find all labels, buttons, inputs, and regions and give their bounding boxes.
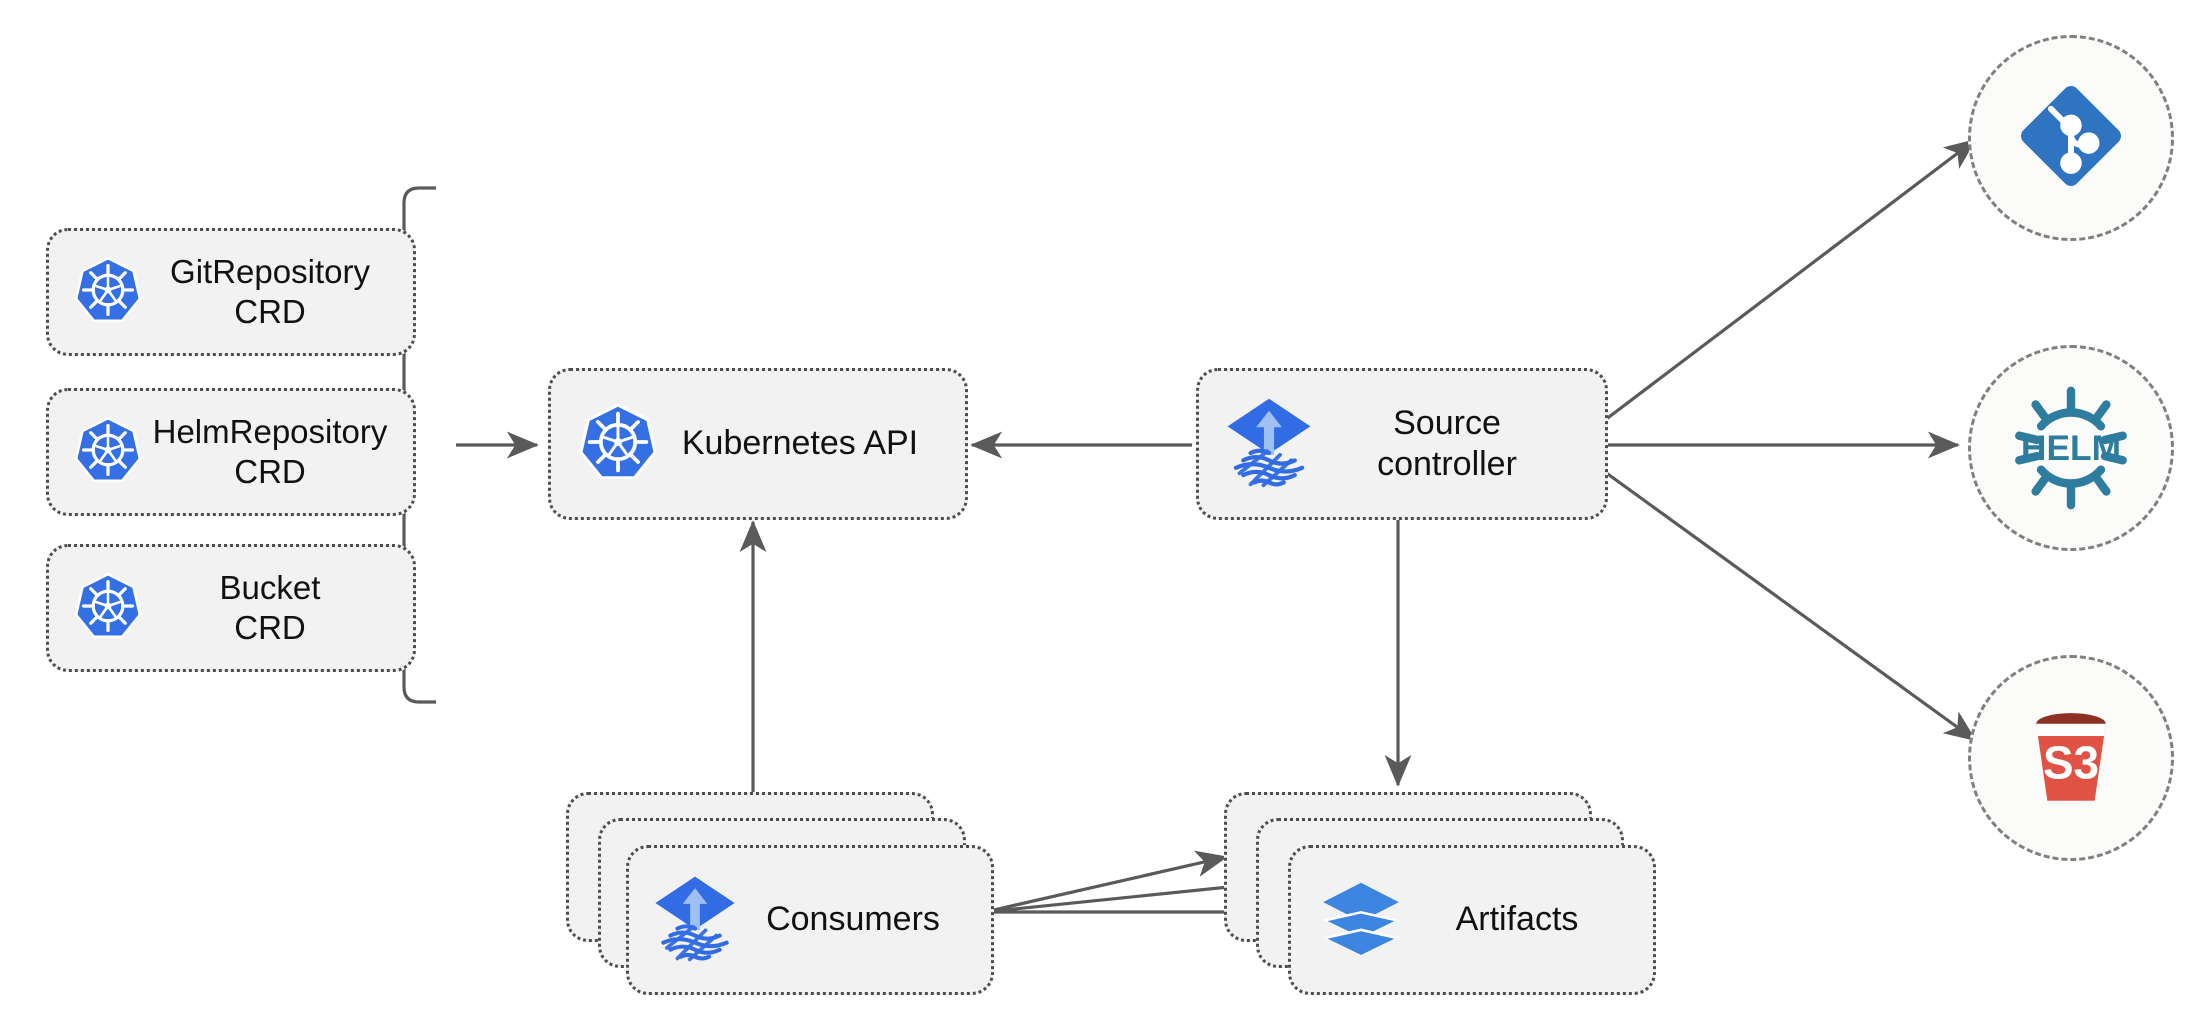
node-label: Artifacts <box>1455 900 1579 939</box>
edge-source-to-git <box>1604 138 1977 422</box>
node-label: Consumers <box>766 900 940 939</box>
helm-wordmark: HELM <box>2021 429 2121 468</box>
node-gitrepository-crd[interactable]: GitRepository CRD <box>46 228 416 356</box>
kubernetes-icon <box>71 413 145 492</box>
node-source-controller[interactable]: Source controller <box>1196 368 1608 520</box>
helm-icon: HELM <box>2003 380 2139 516</box>
node-helmrepository-crd[interactable]: HelmRepository CRD <box>46 388 416 516</box>
s3-wordmark: S3 <box>2043 736 2099 788</box>
s3-icon: S3 <box>2009 694 2133 823</box>
kubernetes-icon <box>575 399 661 490</box>
edge-consumers-to-artifacts-2 <box>984 873 1260 914</box>
node-kubernetes-api[interactable]: Kubernetes API <box>548 368 968 520</box>
external-git-target[interactable] <box>1968 35 2174 241</box>
node-label: Source controller <box>1377 403 1517 483</box>
edge-consumers-to-artifacts-1 <box>984 850 1228 914</box>
external-helm-target[interactable]: HELM <box>1968 345 2174 551</box>
kubernetes-icon <box>71 569 145 648</box>
layers-icon <box>1317 874 1405 967</box>
node-consumers[interactable]: Consumers <box>626 845 994 995</box>
kubernetes-icon <box>71 253 145 332</box>
node-label: Kubernetes API <box>681 424 919 463</box>
external-s3-target[interactable]: S3 <box>1968 655 2174 861</box>
node-artifacts[interactable]: Artifacts <box>1288 845 1656 995</box>
git-icon <box>2012 77 2130 200</box>
flux-icon <box>1223 396 1315 493</box>
node-label: HelmRepository CRD <box>152 412 388 490</box>
flux-icon <box>651 874 739 967</box>
node-bucket-crd[interactable]: Bucket CRD <box>46 544 416 672</box>
edge-source-to-s3 <box>1604 470 1977 742</box>
node-label: GitRepository CRD <box>170 252 370 330</box>
node-label: Bucket CRD <box>219 568 321 646</box>
